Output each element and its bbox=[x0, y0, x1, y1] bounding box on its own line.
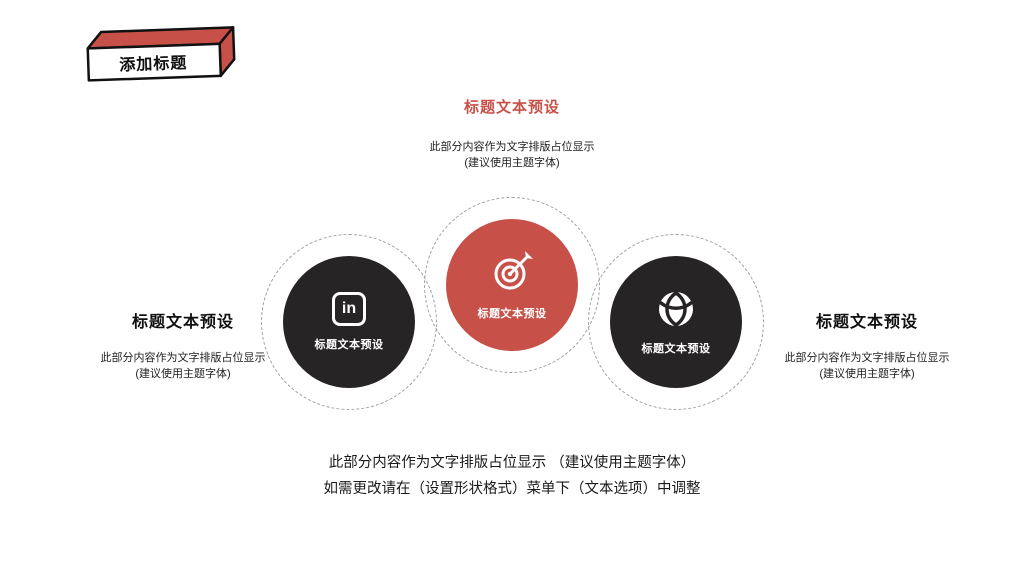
top-section-desc-line2: (建议使用主题字体) bbox=[464, 157, 560, 169]
target-icon bbox=[494, 251, 533, 290]
slide-title: 添加标题 bbox=[119, 54, 188, 75]
circle-left-label: 标题文本预设 bbox=[314, 339, 384, 351]
title-box-shape bbox=[86, 26, 236, 82]
bottom-line-2: 如需更改请在（设置形状格式）菜单下（文本选项）中调整 bbox=[323, 481, 701, 497]
left-section-desc-line2: (建议使用主题字体) bbox=[135, 368, 231, 380]
bottom-line-1: 此部分内容作为文字排版占位显示 （建议使用主题字体） bbox=[328, 455, 696, 471]
linkedin-icon: in bbox=[332, 292, 366, 326]
circle-node-right: 标题文本预设 bbox=[610, 256, 742, 388]
left-section: 标题文本预设 此部分内容作为文字排版占位显示 (建议使用主题字体) bbox=[68, 308, 298, 382]
globe-icon bbox=[659, 291, 693, 327]
title-box: 添加标题 bbox=[67, 19, 249, 91]
circle-center-label: 标题文本预设 bbox=[477, 308, 547, 320]
circle-node-center: 标题文本预设 bbox=[446, 219, 578, 351]
left-section-title: 标题文本预设 bbox=[131, 314, 234, 331]
linkedin-icon-glyph: in bbox=[341, 300, 357, 317]
right-section-title: 标题文本预设 bbox=[815, 314, 918, 331]
dashed-ring-right bbox=[588, 234, 764, 410]
top-section: 标题文本预设 此部分内容作为文字排版占位显示 (建议使用主题字体) bbox=[312, 96, 712, 171]
right-section-desc-line2: (建议使用主题字体) bbox=[819, 368, 915, 380]
top-section-desc-line1: 此部分内容作为文字排版占位显示 bbox=[429, 141, 595, 153]
top-section-title: 标题文本预设 bbox=[463, 99, 560, 116]
circle-right-label: 标题文本预设 bbox=[641, 343, 711, 355]
circle-node-left: in 标题文本预设 bbox=[283, 256, 415, 388]
left-section-desc-line1: 此部分内容作为文字排版占位显示 bbox=[100, 352, 266, 364]
right-section: 标题文本预设 此部分内容作为文字排版占位显示 (建议使用主题字体) bbox=[752, 308, 982, 382]
bottom-section: 此部分内容作为文字排版占位显示 （建议使用主题字体） 如需更改请在（设置形状格式… bbox=[212, 450, 812, 502]
right-section-desc-line1: 此部分内容作为文字排版占位显示 bbox=[784, 352, 950, 364]
